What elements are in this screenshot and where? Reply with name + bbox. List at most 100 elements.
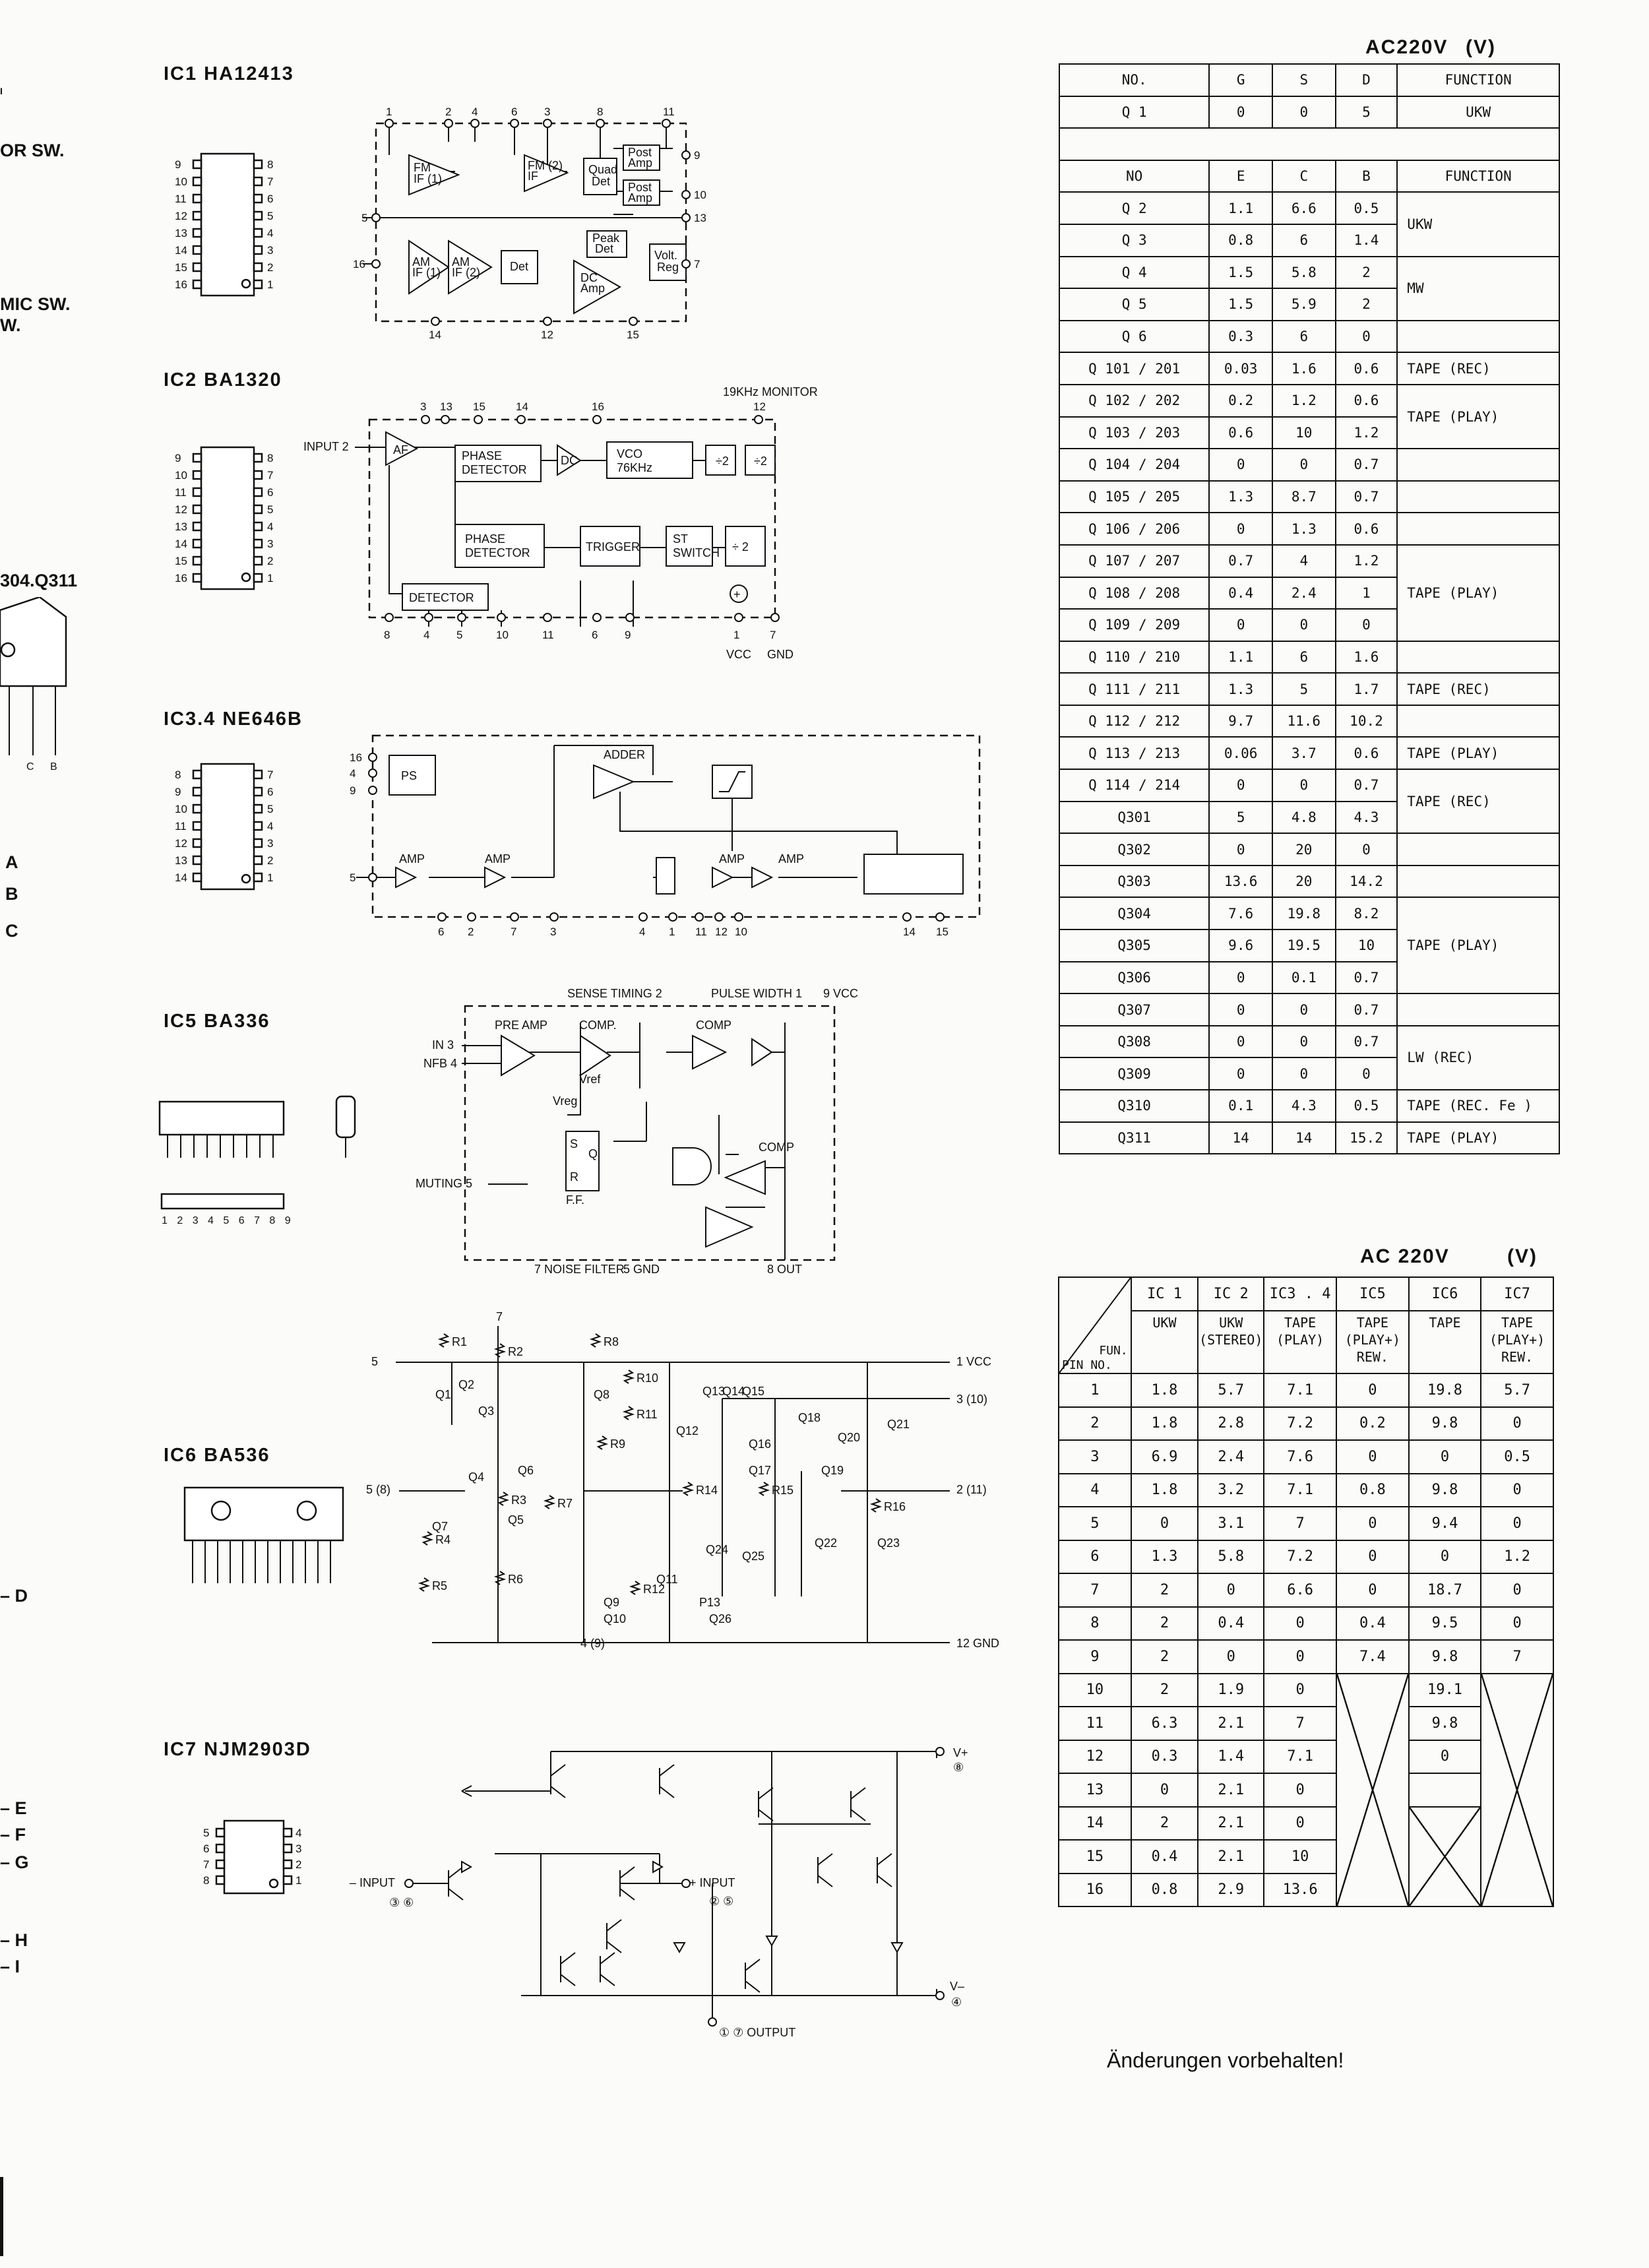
pin-number: 3 (296, 1843, 301, 1855)
svg-text:3 (10): 3 (10) (956, 1393, 987, 1406)
svg-text:+: + (733, 588, 741, 601)
pin-number: 16 (592, 400, 604, 413)
pin-number: 3 (550, 926, 556, 938)
table-separator (1059, 127, 1560, 161)
svg-text:PHASE: PHASE (462, 449, 502, 462)
edge-fragment: – D (0, 1586, 28, 1606)
svg-text:MUTING 5: MUTING 5 (416, 1177, 472, 1190)
svg-text:AMP: AMP (719, 852, 745, 866)
pin-number: 9 (175, 786, 181, 798)
svg-text:Amp: Amp (628, 156, 652, 170)
pin-number: 13 (694, 212, 706, 224)
component-label: Q7 (432, 1520, 448, 1533)
pin-number: 10 (735, 926, 747, 938)
ic7-title: IC7 NJM2903D (164, 1739, 311, 1760)
pin-number: 4 (472, 106, 478, 118)
pin-number: 8 (203, 1874, 209, 1887)
pin-number: 14 (516, 400, 528, 413)
svg-text:R: R (570, 1170, 578, 1183)
ic5-top-label: PULSE WIDTH 1 (711, 987, 802, 1000)
pin-number: 7 (267, 769, 273, 781)
ic2-title: IC2 BA1320 (164, 369, 282, 391)
ic-table-unit: (V) (1507, 1245, 1538, 1267)
component-label: Q19 (821, 1464, 844, 1477)
pin-number: 5 (203, 1827, 209, 1839)
pin-number: 15 (175, 555, 187, 567)
page-edge-mark (0, 2177, 3, 2256)
ic5-block-diagram: SENSE TIMING 2 PULSE WIDTH 1 9 VCC IN 3 … (416, 987, 858, 1276)
svg-text:PRE AMP: PRE AMP (495, 1019, 547, 1032)
component-label: Q25 (742, 1550, 764, 1563)
pin-number: 9 (175, 158, 181, 171)
svg-text:Vreg: Vreg (553, 1094, 577, 1108)
svg-text:÷2: ÷2 (716, 455, 729, 468)
svg-text:③ ⑥: ③ ⑥ (389, 1896, 414, 1909)
component-label: R11 (637, 1408, 658, 1421)
pin-number: 13 (175, 520, 187, 533)
component-label: Q15 (742, 1385, 764, 1398)
ic2-vcc-label: VCC (726, 648, 751, 661)
component-label: Q5 (508, 1513, 524, 1527)
component-label: Q10 (604, 1612, 626, 1625)
svg-text:2 (11): 2 (11) (956, 1483, 987, 1496)
pin-number: 2 (267, 261, 273, 274)
svg-text:PS: PS (401, 769, 417, 782)
component-label: R7 (557, 1497, 573, 1510)
pin-number: 1 (296, 1874, 301, 1887)
edge-fragment: 304.Q311 (0, 571, 78, 590)
component-label: R4 (435, 1533, 451, 1546)
component-label: R8 (604, 1335, 619, 1348)
svg-text:S: S (570, 1137, 578, 1150)
component-label: R3 (511, 1494, 526, 1507)
pin-number: 6 (592, 629, 598, 641)
pin-number: 13 (175, 854, 187, 867)
svg-text:DETECTOR: DETECTOR (409, 591, 474, 604)
ic6-title: IC6 BA536 (164, 1445, 270, 1466)
svg-text:Det: Det (510, 260, 528, 273)
component-label: Q3 (478, 1404, 494, 1418)
ic6-package (183, 1486, 344, 1583)
pin-number: 6 (438, 926, 444, 938)
svg-text:IF: IF (528, 170, 538, 183)
ic34-title: IC3.4 NE646B (164, 709, 303, 730)
pin-number: 11 (695, 926, 707, 938)
pin-number: 8 (384, 629, 390, 641)
component-label: Q23 (877, 1536, 900, 1550)
svg-text:Det: Det (595, 242, 613, 255)
corner-pin-label: PIN NO. (1062, 1358, 1112, 1372)
svg-text:76KHz: 76KHz (617, 461, 652, 474)
pin-number: 6 (267, 193, 273, 205)
svg-text:VCO: VCO (617, 447, 642, 460)
pin-number: 5 (267, 803, 273, 815)
edge-fragment: – I (0, 1957, 20, 1976)
pin-number: 5 (267, 503, 273, 516)
edge-fragment: MIC SW. (0, 294, 71, 314)
pin-number: 9 (625, 629, 631, 641)
svg-text:COMP.: COMP. (579, 1019, 617, 1032)
svg-text:② ⑤: ② ⑤ (709, 1895, 733, 1908)
edge-fragment: – E (0, 1798, 27, 1818)
component-label: Q6 (518, 1464, 534, 1477)
ic1-title: IC1 HA12413 (164, 63, 294, 84)
pin-number: 7 (694, 258, 700, 270)
